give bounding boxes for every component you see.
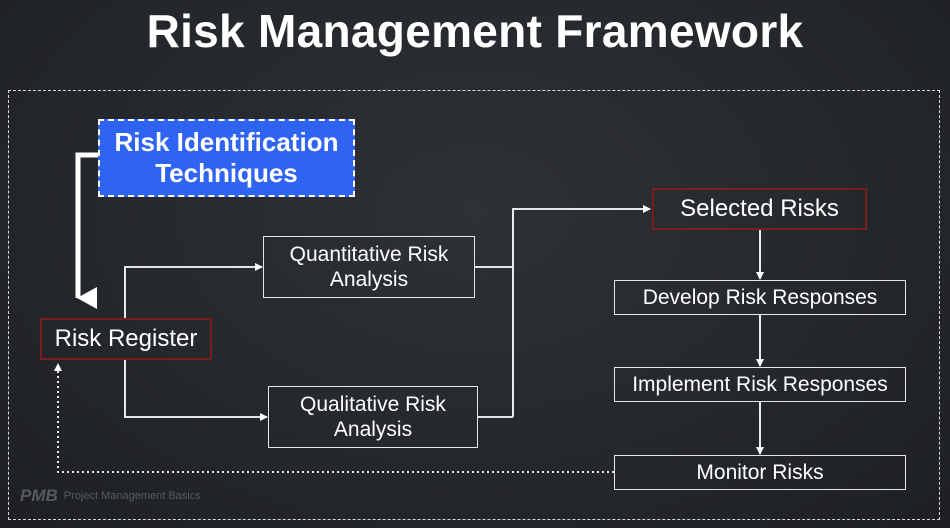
watermark-text: Project Management Basics [63,490,201,502]
arrow-junction-to-selected [512,205,651,417]
monitor-risks-label: Monitor Risks [696,460,824,484]
quantitative-analysis-box: Quantitative Risk Analysis [263,236,475,298]
risk-register-label: Risk Register [54,324,198,352]
risk-identification-label: Risk Identification Techniques [114,126,339,188]
qualitative-analysis-box: Qualitative Risk Analysis [268,386,478,448]
arrow-monitor-to-register [54,363,614,473]
arrow-identification-to-register [75,152,98,309]
arrow-register-to-quantitative [124,263,263,318]
diagram-frame [8,90,940,520]
implement-responses-label: Implement Risk Responses [632,372,888,396]
watermark-logo: PMB [20,486,58,505]
implement-responses-box: Implement Risk Responses [614,367,906,402]
page-title: Risk Management Framework [146,5,804,57]
risk-identification-box: Risk Identification Techniques [98,119,355,197]
develop-responses-label: Develop Risk Responses [642,285,878,309]
monitor-risks-box: Monitor Risks [614,455,906,490]
selected-risks-label: Selected Risks [680,194,839,222]
arrow-register-to-qualitative [124,360,268,421]
risk-register-box: Risk Register [40,318,212,360]
watermark: PMB Project Management Basics [20,486,201,506]
develop-responses-box: Develop Risk Responses [614,280,906,315]
quantitative-analysis-label: Quantitative Risk Analysis [289,242,449,291]
qualitative-analysis-label: Qualitative Risk Analysis [300,392,446,441]
selected-risks-box: Selected Risks [652,188,867,230]
